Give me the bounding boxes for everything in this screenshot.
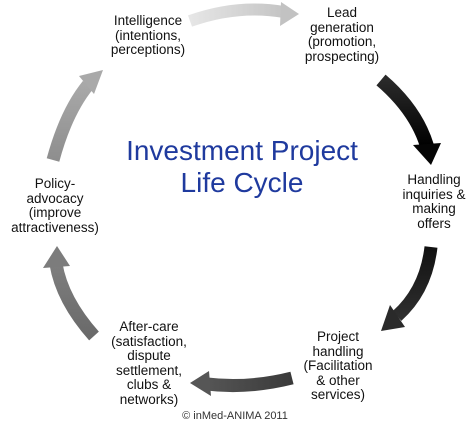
stage-project-handling: Project handling (Facilitation & other s…: [303, 329, 373, 402]
arrow-lead-to-handling: [376, 74, 441, 165]
stage-lead-generation: Lead generation (promotion, prospecting): [304, 5, 380, 64]
diagram-title-line2: Life Cycle: [180, 167, 304, 198]
stage-after-care: After-care (satisfaction, dispute settle…: [111, 319, 187, 407]
arrow-project-to-aftercare: [190, 371, 294, 396]
arrow-policy-to-intelligence: [46, 70, 103, 162]
arrow-aftercare-to-policy: [43, 246, 99, 341]
copyright-credit: © inMed-ANIMA 2011: [182, 410, 288, 422]
stage-policy-advocacy: Policy- advocacy (improve attractiveness…: [11, 176, 99, 235]
stage-intelligence: Intelligence (intentions, perceptions): [110, 13, 186, 57]
arrow-handling-to-project: [381, 246, 438, 331]
stage-handling-inquiries: Handling inquiries & making offers: [402, 172, 466, 231]
arrow-intelligence-to-lead: [187, 2, 299, 27]
diagram-title-line1: Investment Project: [126, 135, 358, 166]
